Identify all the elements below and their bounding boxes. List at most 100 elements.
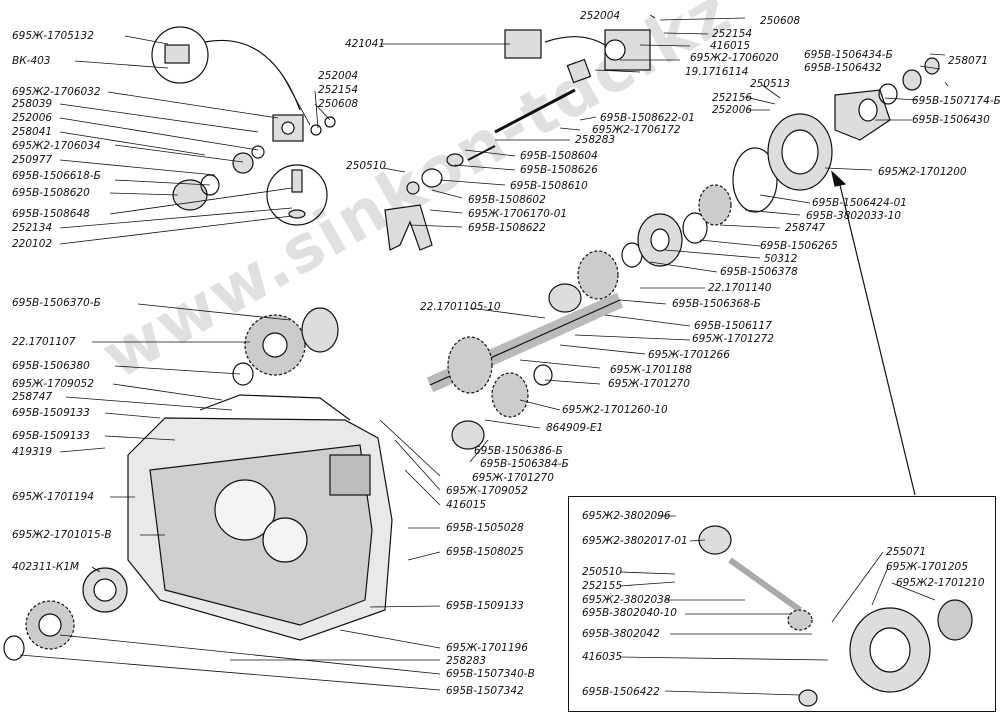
part-right-label: 22.1701105-10 [420, 301, 501, 313]
part-top-label: 695Ж-1706170-01 [468, 208, 568, 220]
part-top-label: 695Ж2-1706172 [592, 124, 681, 136]
part-right-label: 50312 [764, 253, 798, 265]
part-top-label: 695В-1508610 [510, 180, 588, 192]
part-left-label: 695Ж-1701194 [12, 491, 94, 503]
part-top-label: 250510 [346, 160, 387, 172]
inset-left-label: 695Ж2-3802017-01 [582, 535, 688, 547]
part-right-label: 695В-1506384-Б [480, 458, 569, 470]
part-top-label: 252006 [712, 104, 753, 116]
part-left-label: 695Ж-1705132 [12, 30, 94, 42]
part-right-label: 695Ж2-1701200 [878, 166, 967, 178]
bolt-detail-circle [266, 164, 328, 226]
part-left-label: 695В-1506370-Б [12, 297, 101, 309]
part-top-label: 695В-1508622-01 [600, 112, 695, 124]
part-top-label: 695Ж2-1706020 [690, 52, 779, 64]
part-right-label: 695В-1509133 [446, 600, 524, 612]
part-left-label: 695В-1509133 [12, 407, 90, 419]
part-right-label: 695Ж-1701270 [472, 472, 554, 484]
part-top-label: 252004 [318, 70, 359, 82]
part-left-label: 695В-1508648 [12, 208, 90, 220]
inset-left-label: 695Ж2-3802038 [582, 594, 671, 606]
part-right-label: 695В-1506368-Б [672, 298, 761, 310]
shift-rod [494, 88, 576, 134]
part-right-label: 695Ж-1701272 [692, 333, 774, 345]
part-right-label: 695Ж-1701270 [608, 378, 690, 390]
part-left-label: 258041 [12, 126, 53, 138]
part-right-label: 695В-1506434-Б [804, 49, 893, 61]
sensor-detail-circle [151, 26, 209, 84]
part-right-label: 695В-1507174-Б [912, 95, 1000, 107]
inset-left-label: 695В-3802042 [582, 628, 660, 640]
part-left-label: ВК-403 [12, 55, 51, 67]
part-right-label: 695В-1506424-01 [812, 197, 907, 209]
part-top-label: 250608 [760, 15, 801, 27]
part-top-label: 252004 [580, 10, 621, 22]
part-right-label: 695Ж-1709052 [446, 485, 528, 497]
part-right-label: 695Ж-1701196 [446, 642, 528, 654]
part-left-label: 22.1701107 [12, 336, 76, 348]
part-right-label: 695В-1506117 [694, 320, 772, 332]
part-left-label: 695Ж2-1701015-В [12, 529, 112, 541]
part-right-label: 258283 [446, 655, 487, 667]
part-top-label: 250608 [318, 98, 359, 110]
part-left-label: 695Ж-1709052 [12, 378, 94, 390]
part-right-label: 416015 [446, 499, 487, 511]
part-right-label: 695В-1507342 [446, 685, 524, 697]
part-right-label: 695Ж2-1701260-10 [562, 404, 668, 416]
part-top-label: 258283 [575, 134, 616, 146]
part-right-label: 695Ж-1701188 [610, 364, 692, 376]
part-right-label: 258747 [785, 222, 826, 234]
part-left-label: 695В-1508620 [12, 187, 90, 199]
part-right-label: 695В-1506378 [720, 266, 798, 278]
housing-bore-left [214, 479, 276, 541]
part-top-label: 695В-1508626 [520, 164, 598, 176]
inset-left-label: 250510 [582, 566, 623, 578]
part-right-label: 695В-1506265 [760, 240, 838, 252]
part-right-label: 695В-1505028 [446, 522, 524, 534]
part-right-label: 695В-1506386-Б [474, 445, 563, 457]
gear-1701188 [447, 336, 493, 394]
inset-left-label: 695В-3802040-10 [582, 607, 677, 619]
part-right-label: 695В-1508025 [446, 546, 524, 558]
part-top-label: 19.1716114 [685, 66, 749, 78]
part-left-label: 419319 [12, 446, 53, 458]
part-left-label: 402311-К1М [12, 561, 80, 573]
inset-right-label: 695Ж2-1701210 [896, 577, 985, 589]
part-top-label: 252154 [712, 28, 753, 40]
part-left-label: 695Ж2-1706032 [12, 86, 101, 98]
part-top-label: 695В-1508604 [520, 150, 598, 162]
part-top-label: 252156 [712, 92, 753, 104]
part-left-label: 252006 [12, 112, 53, 124]
part-left-label: 695В-1509133 [12, 430, 90, 442]
part-left-label: 695В-1506380 [12, 360, 90, 372]
inset-right-label: 695Ж-1701205 [886, 561, 968, 573]
inset-frame [568, 496, 996, 712]
part-left-label: 252134 [12, 222, 53, 234]
part-right-label: 22.1701140 [708, 282, 772, 294]
part-right-label: 695В-3802033-10 [806, 210, 901, 222]
inset-left-label: 252155 [582, 580, 623, 592]
inset-left-label: 416035 [582, 651, 623, 663]
part-right-label: 864909-Е1 [546, 422, 604, 434]
housing-bore-right [262, 517, 308, 563]
part-right-label: 695В-1506432 [804, 62, 882, 74]
part-left-label: 258039 [12, 98, 53, 110]
part-top-label: 421041 [345, 38, 386, 50]
part-right-label: 695В-1506430 [912, 114, 990, 126]
shift-fork [384, 204, 433, 251]
ring-bottom-left [3, 635, 25, 661]
part-left-label: 250977 [12, 154, 53, 166]
inset-left-label: 695В-1506422 [582, 686, 660, 698]
part-top-label: 416015 [710, 40, 751, 52]
part-left-label: 258747 [12, 391, 53, 403]
part-left-label: 695В-1506618-Б [12, 170, 101, 182]
part-right-label: 258071 [948, 55, 989, 67]
part-left-label: 695Ж2-1706034 [12, 140, 101, 152]
part-top-label: 695В-1508622 [468, 222, 546, 234]
part-left-label: 220102 [12, 238, 53, 250]
part-right-label: 695Ж-1701266 [648, 349, 730, 361]
part-right-label: 695В-1507340-В [446, 668, 535, 680]
inset-right-label: 255071 [886, 546, 927, 558]
